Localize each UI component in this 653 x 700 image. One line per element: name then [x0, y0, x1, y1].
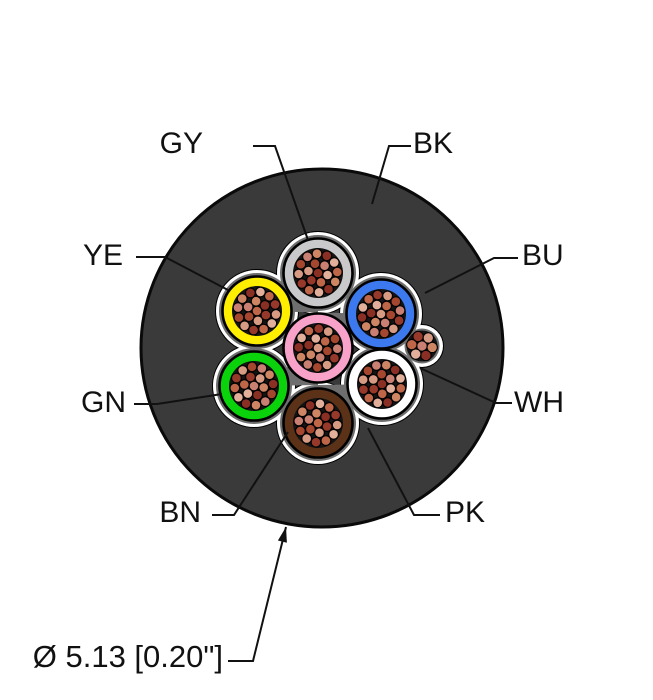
conductor-yellow: [221, 275, 293, 347]
label-black-jacket: BK: [413, 127, 454, 160]
label-cable-diameter: Ø 5.13 [0.20"]: [32, 639, 223, 674]
conductor-brown: [282, 387, 354, 459]
conductor-white: [346, 348, 418, 420]
label-pink-conductor: PK: [445, 496, 486, 529]
conductor-green: [218, 350, 290, 422]
leader-gn: [134, 393, 223, 405]
label-yellow-conductor: YE: [82, 239, 123, 272]
conductor-gray: [282, 237, 354, 309]
leader-gy: [253, 145, 309, 241]
leader-wh: [419, 367, 512, 404]
dimension-arrowhead: [277, 527, 287, 543]
label-green-conductor: GN: [81, 386, 126, 419]
filler-strands: [406, 330, 438, 362]
leader-ye: [136, 256, 229, 291]
label-white-conductor: WH: [514, 386, 564, 419]
leader-lines: [134, 145, 518, 662]
conductor-pink: [282, 312, 354, 384]
leader-bk: [371, 145, 411, 205]
label-brown-conductor: BN: [159, 496, 201, 529]
conductor-blue: [345, 278, 417, 350]
leader-pk: [367, 427, 440, 516]
leader-bn: [212, 431, 289, 516]
label-gray-conductor: GY: [159, 127, 203, 160]
label-blue-conductor: BU: [522, 239, 564, 272]
leader-diameter: [228, 526, 287, 662]
leader-bu: [424, 257, 518, 294]
